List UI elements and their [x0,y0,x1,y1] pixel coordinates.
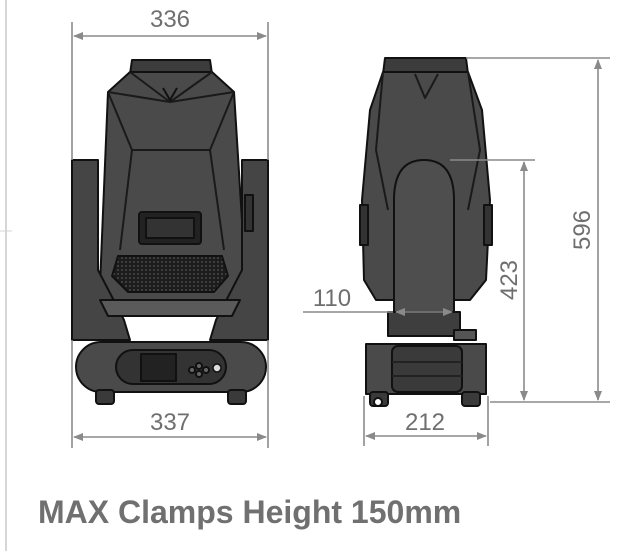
dimension-lines [71,22,610,448]
dim-total-height-label: 596 [569,210,596,250]
front-foot-right [227,389,247,405]
front-foot-left [95,389,115,405]
dim-yoke-width-label: 110 [313,285,351,312]
clamp-height-caption: MAX Clamps Height 150mm [38,494,462,530]
dim-base-depth-label: 212 [405,409,445,436]
front-yoke-bridge [99,299,241,317]
dim-arm-height-label: 423 [496,260,523,300]
side-yoke-arm [393,159,455,331]
side-foot-right [461,391,481,407]
side-view [359,57,493,407]
front-lcd [140,353,177,382]
front-view [71,59,269,405]
front-grille [111,255,229,293]
side-yoke-mount [387,311,461,337]
dim-top-width-label: 336 [150,6,190,33]
dim-base-width-label: 337 [150,409,190,436]
